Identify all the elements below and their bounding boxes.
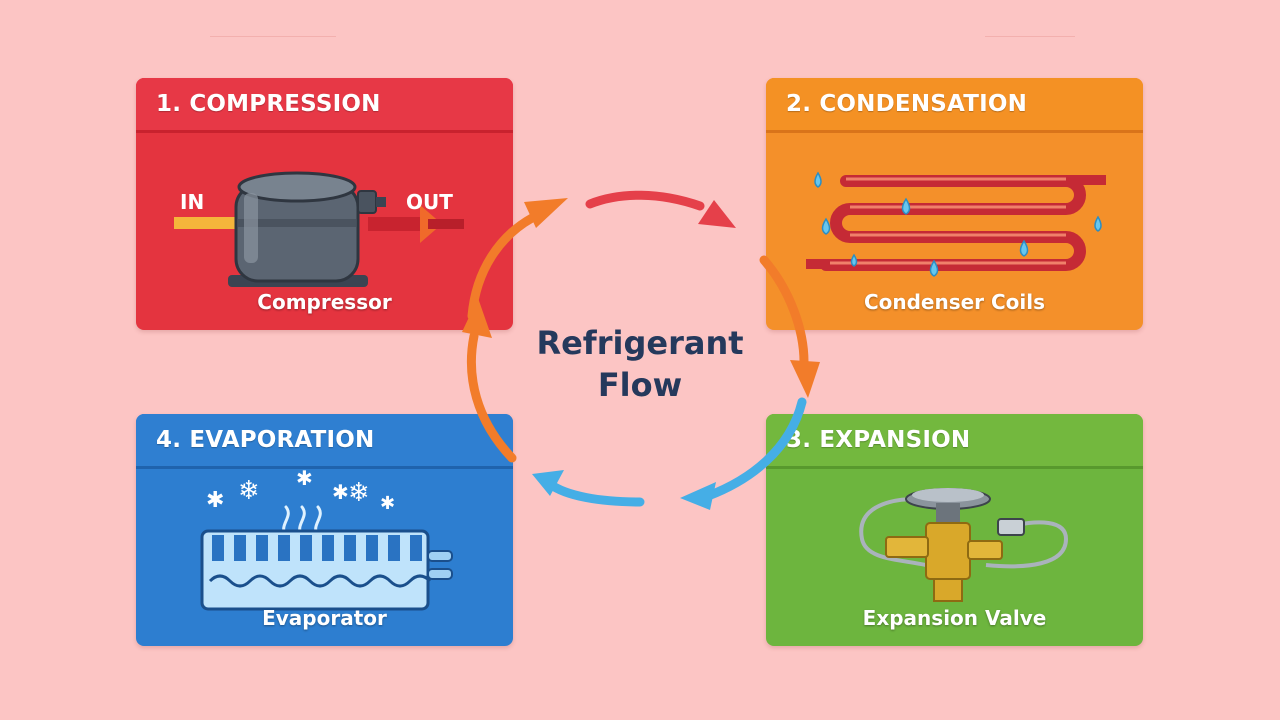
- arrowhead-top-right: [698, 200, 736, 228]
- evaporator-fins: [212, 535, 422, 561]
- evaporation-title: 4. EVAPORATION: [136, 414, 513, 466]
- cycle-arrows: [462, 190, 820, 510]
- svg-text:✱: ✱: [380, 493, 395, 514]
- arrowhead-bottom-left: [532, 470, 564, 496]
- arrow-compression-to-condensation: [585, 190, 705, 211]
- compressor-top: [237, 171, 357, 203]
- cycle-center-label: Refrigerant Flow: [520, 322, 760, 406]
- evaporation-caption: Evaporator: [262, 606, 387, 630]
- inlet-pipe: [174, 217, 244, 229]
- condensation-title: 2. CONDENSATION: [766, 78, 1143, 130]
- evaporator-pipe-bottom: [427, 568, 453, 580]
- arrowhead-top-left: [524, 198, 568, 228]
- arrowhead-bottom-right: [680, 482, 716, 510]
- out-label: OUT: [406, 190, 453, 214]
- capillary-tube-right: [985, 520, 1069, 569]
- compressor-highlight: [244, 193, 258, 263]
- compressor-terminal: [357, 190, 377, 214]
- coil-highlights: [826, 177, 1066, 265]
- arrow-evaporation-to-compression-lower: [467, 331, 517, 463]
- snowflake-icons: ✱ ❄ ✱ ✱ ❄ ✱: [206, 469, 395, 514]
- evaporation-card: 4. EVAPORATION ✱ ❄ ✱ ✱ ❄ ✱ Evaporator: [136, 414, 513, 646]
- valve-body: [925, 522, 971, 580]
- arrow-bottom-return: [545, 479, 645, 507]
- compressor-band: [238, 219, 356, 227]
- svg-text:✱: ✱: [296, 469, 313, 490]
- arrow-evaporation-to-compression-upper: [467, 213, 537, 321]
- arrow-condensation-to-expansion: [759, 255, 809, 367]
- expansion-divider: [766, 466, 1143, 469]
- evaporator-icon: ✱ ❄ ✱ ✱ ❄ ✱: [200, 469, 453, 611]
- water-drops: [814, 171, 1102, 277]
- condensation-divider: [766, 130, 1143, 133]
- condensation-card: 2. CONDENSATION Condenser Coils: [766, 78, 1143, 330]
- svg-text:❄: ❄: [348, 478, 370, 508]
- sensing-bulb: [997, 518, 1025, 536]
- compression-title: 1. COMPRESSION: [136, 78, 513, 130]
- capillary-tube-left: [859, 497, 927, 567]
- coil-outlet: [806, 259, 830, 269]
- condensation-caption: Condenser Coils: [863, 290, 1046, 314]
- svg-text:❄: ❄: [238, 476, 260, 506]
- condenser-coils-icon: [806, 171, 1106, 277]
- coil-inlet: [1066, 175, 1106, 185]
- compressor-icon: IN OUT: [174, 171, 464, 287]
- expansion-caption: Expansion Valve: [862, 606, 1047, 630]
- in-label: IN: [180, 190, 204, 214]
- expansion-card: 3. EXPANSION Expansion Valve: [766, 414, 1143, 646]
- compressor-terminal-cap: [376, 197, 386, 207]
- arrowhead-right: [790, 360, 820, 398]
- evaporation-divider: [136, 466, 513, 469]
- arrow-expansion-to-evaporation: [703, 397, 807, 501]
- compression-card: 1. COMPRESSION IN OUT Compressor: [136, 78, 513, 330]
- arrowhead-left: [462, 298, 492, 338]
- evaporator-wave: [208, 574, 432, 588]
- svg-text:✱: ✱: [332, 480, 349, 504]
- expansion-title: 3. EXPANSION: [766, 414, 1143, 466]
- valve-inlet-port: [885, 536, 929, 558]
- outlet-pipe-end: [428, 219, 464, 229]
- compression-divider: [136, 130, 513, 133]
- center-label-line1: Refrigerant: [536, 324, 744, 362]
- valve-outlet-port: [967, 540, 1003, 560]
- center-label-line2: Flow: [597, 366, 683, 404]
- coil-tubes: [820, 175, 1086, 271]
- compression-caption: Compressor: [257, 290, 392, 314]
- evaporator-pipe-top: [427, 550, 453, 562]
- expansion-valve-icon: [859, 488, 1069, 602]
- valve-stem: [936, 503, 960, 523]
- svg-text:✱: ✱: [206, 488, 224, 513]
- top-rule-right: [985, 36, 1075, 37]
- valve-diaphragm-top: [912, 488, 984, 502]
- top-rule-left: [210, 36, 336, 37]
- outlet-pipe: [368, 217, 428, 231]
- valve-bottom-port: [933, 578, 963, 602]
